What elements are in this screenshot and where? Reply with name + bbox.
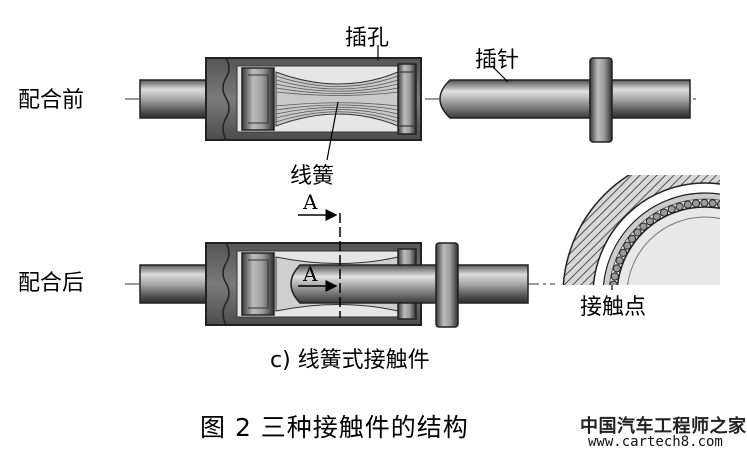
pin-inserted (290, 242, 529, 328)
contact-wire-bead (628, 234, 637, 243)
watermark-title: 中国汽车工程师之家 (580, 416, 747, 437)
section-mark-top: A (303, 190, 318, 214)
contact-wire-bead (716, 200, 720, 209)
contact-wire-bead (726, 203, 733, 210)
contact-wire-bead (683, 200, 692, 209)
wire-spring-bundle (275, 71, 399, 127)
socket-tail-shaft (139, 79, 211, 119)
contact-wire-bead (618, 330, 625, 337)
contact-wire-bead (700, 198, 709, 208)
watermark-url: www.cartech8.com (588, 434, 723, 450)
contact-wire-bead (645, 217, 655, 226)
socket-label: 插孔 (345, 26, 390, 51)
contact-wire-bead (615, 322, 622, 329)
spring-leader (326, 101, 339, 161)
connector-diagram (125, 45, 720, 328)
section-mark-inner: A (303, 262, 318, 286)
contact-wire-bead (660, 208, 669, 217)
contact-wire-bead (741, 208, 747, 215)
contact-wire-bead (691, 199, 701, 208)
before-mating-label: 配合前 (18, 88, 85, 113)
contact-wire-bead (623, 241, 632, 250)
contact-wire-bead (734, 205, 741, 212)
contact-wire-bead (652, 212, 661, 221)
contact-wire-bead (612, 264, 622, 273)
contact-wire-bead (675, 202, 684, 211)
pin-body (439, 57, 691, 143)
pin-label: 插针 (475, 48, 520, 73)
contact-wire-bead (619, 248, 628, 257)
figure-caption: 图 2 三种接触件的结构 (200, 413, 469, 442)
socket-body (205, 57, 422, 141)
after-mating-label: 配合后 (18, 271, 85, 296)
contact-point-label: 接触点 (580, 295, 647, 320)
contact-wire-bead (610, 272, 620, 281)
row-before-mating (125, 45, 700, 161)
contact-wire-bead (639, 222, 648, 231)
wire-spring-label: 线簧 (290, 164, 335, 189)
contact-wire-bead (622, 337, 629, 344)
subcaption: c) 线簧式接触件 (270, 348, 430, 373)
row-after-mating (125, 209, 613, 328)
contact-wire-bead (708, 199, 717, 208)
socket-tail-shaft-mated (139, 264, 211, 304)
contact-wire-bead (633, 228, 642, 237)
pin-leader (491, 65, 509, 83)
contact-wire-bead (609, 280, 618, 285)
contact-wire-bead (667, 205, 676, 214)
section-line-aa (298, 209, 341, 318)
contact-cross-section (562, 175, 747, 344)
